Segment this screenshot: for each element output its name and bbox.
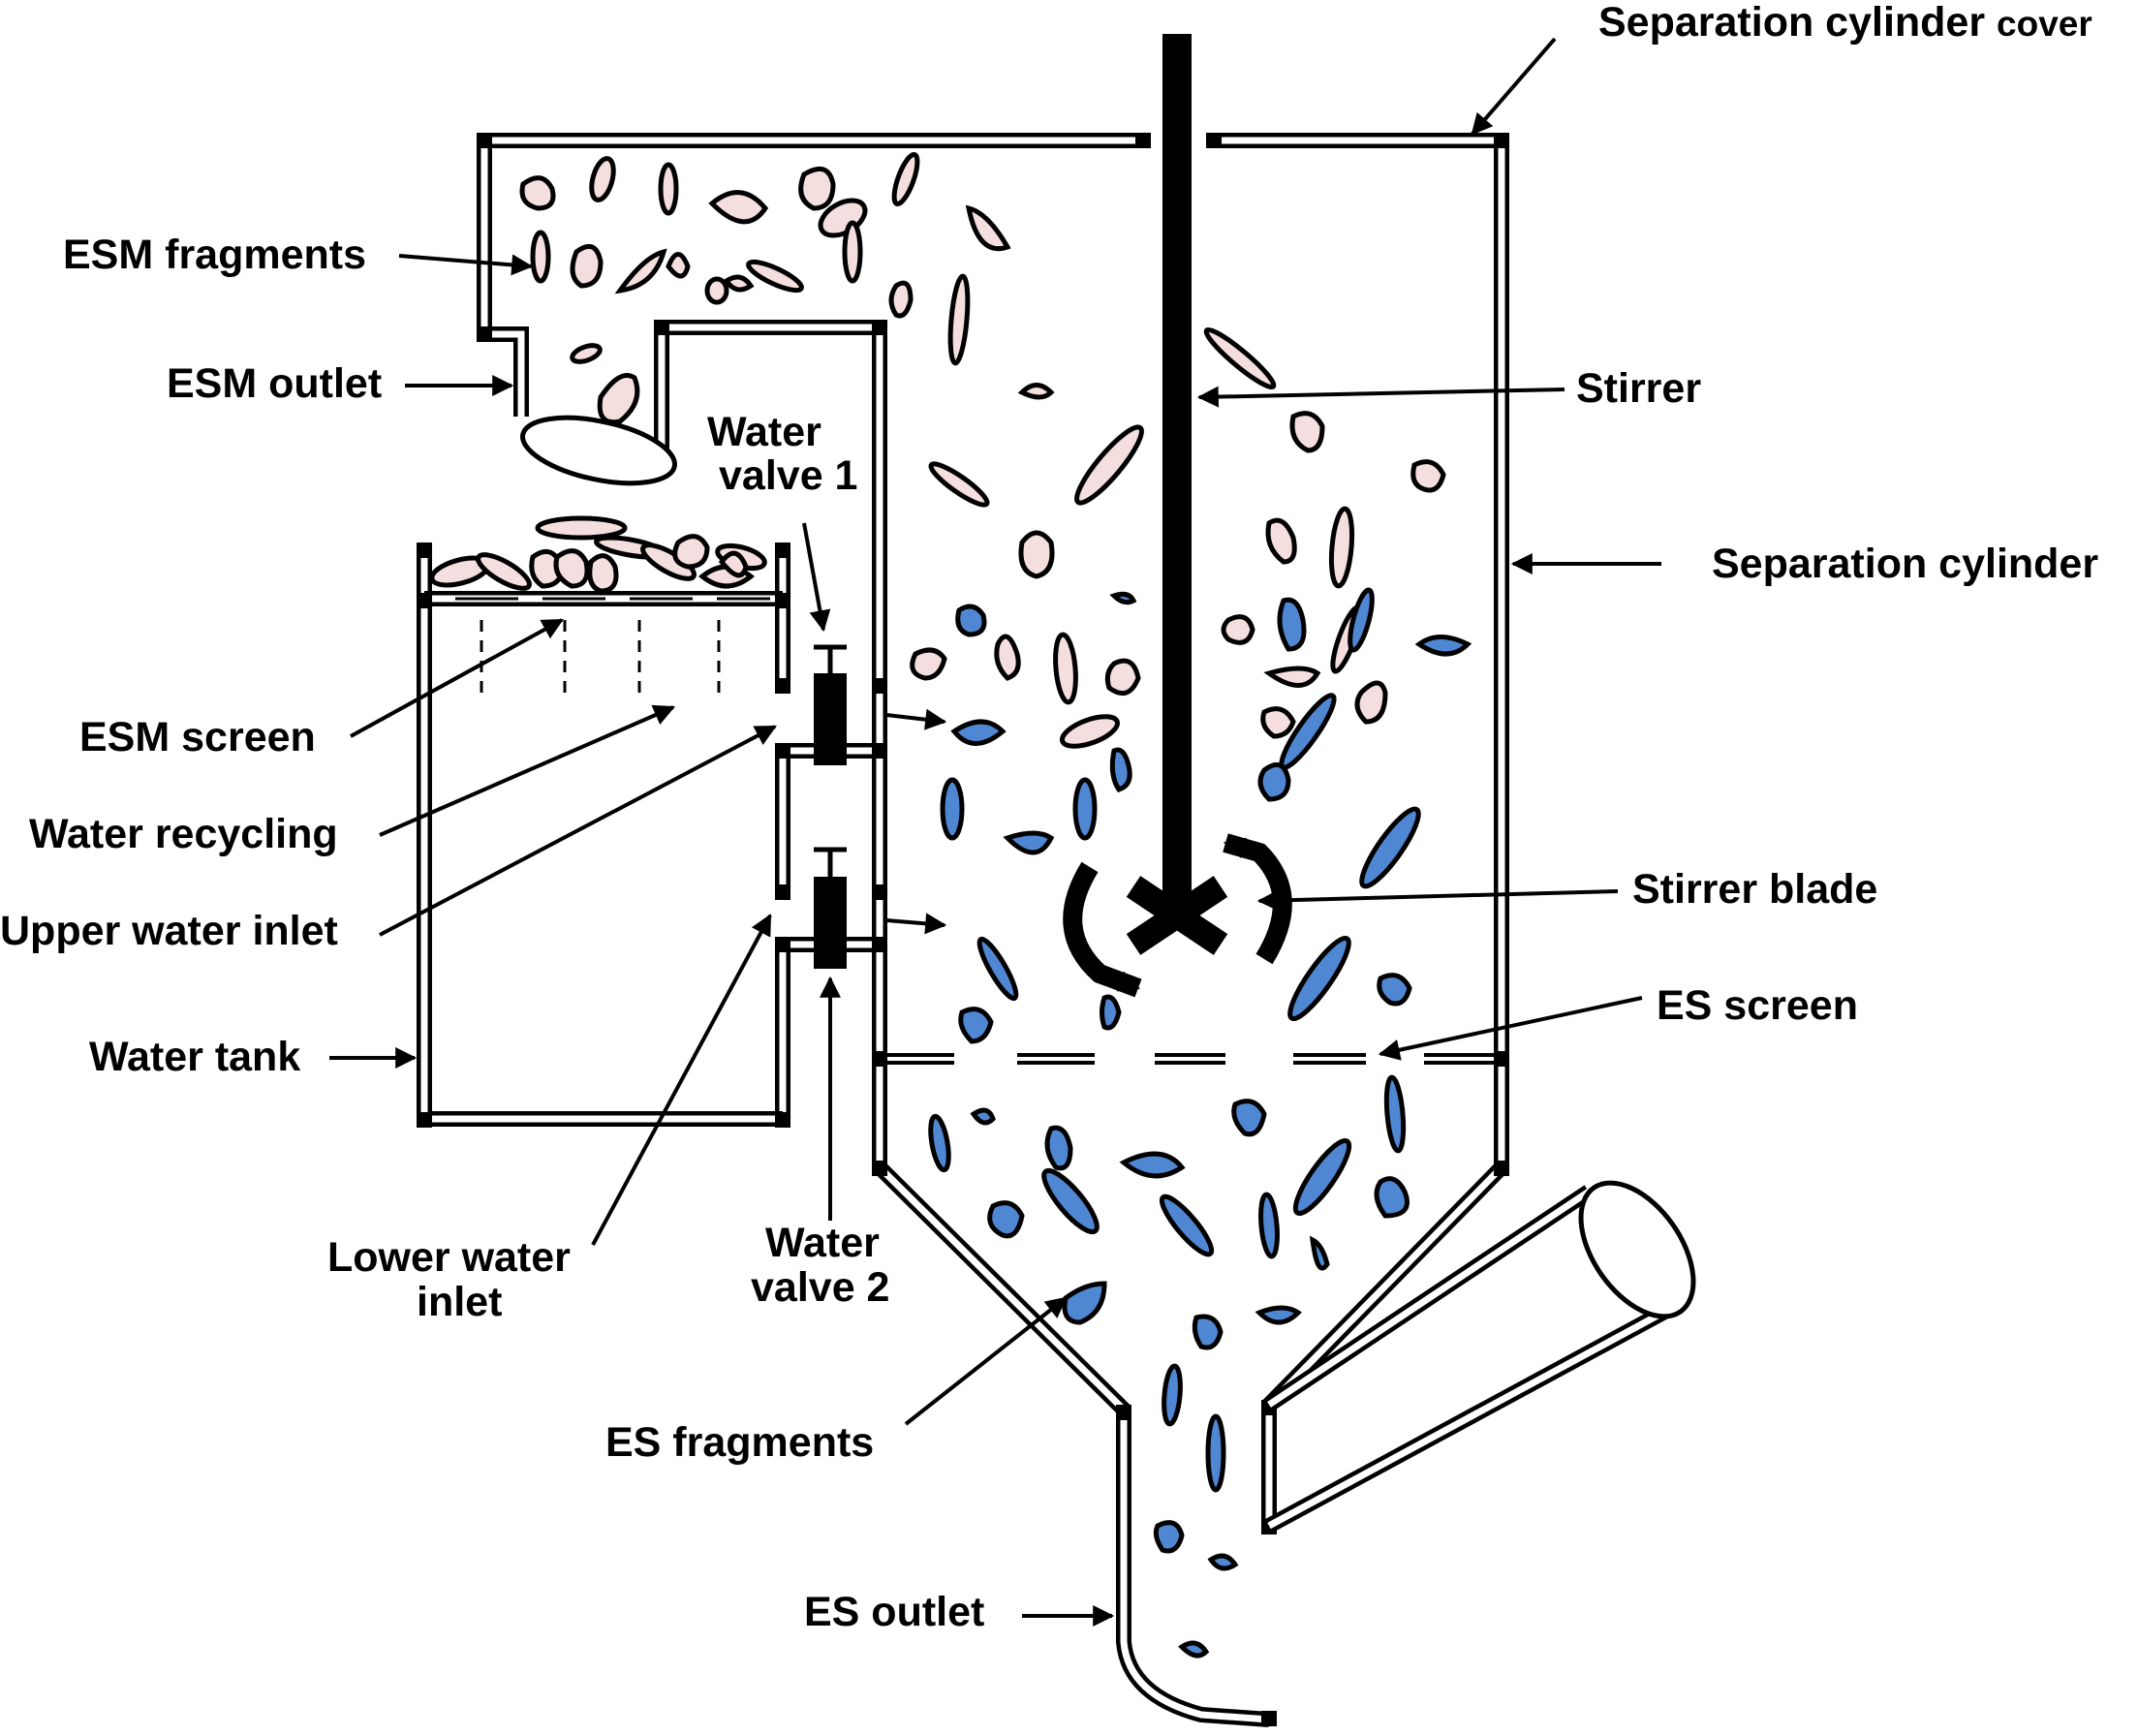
label-lower-water-inlet: Lower water inlet <box>327 914 772 1325</box>
separation-cylinder <box>872 140 1509 1727</box>
svg-text:Water tank: Water tank <box>89 1034 300 1080</box>
svg-text:Water: Water <box>765 1220 880 1266</box>
esm-outlet-chamber <box>477 133 887 678</box>
esm-fragments <box>519 151 1446 749</box>
es-screen <box>872 1051 1494 1067</box>
water-flow-arrows <box>885 708 947 935</box>
label-es-outlet: ES outlet <box>804 1589 1115 1635</box>
label-separation-cylinder-cover: Separation cylinder cover <box>1471 0 2092 136</box>
water-pipes <box>775 547 887 1119</box>
label-esm-screen: ESM screen <box>79 618 564 760</box>
label-stirrer: Stirrer <box>1196 365 1701 412</box>
svg-text:valve 2: valve 2 <box>751 1264 889 1311</box>
svg-text:inlet: inlet <box>417 1279 502 1325</box>
svg-text:Separation cylinder cover: Separation cylinder cover <box>1598 0 2092 46</box>
rotation-arrow-right <box>1223 833 1292 965</box>
es-side-outlet-tube <box>1264 1180 1696 1534</box>
svg-text:Upper water inlet: Upper water inlet <box>0 908 338 954</box>
label-esm-fragments: ESM fragments <box>63 232 534 278</box>
separation-cylinder-cover <box>484 133 1509 148</box>
svg-text:ES fragments: ES fragments <box>605 1419 874 1466</box>
label-es-screen: ES screen <box>1378 982 1858 1061</box>
label-water-valve-1: Water valve 1 <box>707 409 857 633</box>
svg-text:ES outlet: ES outlet <box>804 1589 984 1635</box>
svg-text:Stirrer: Stirrer <box>1576 365 1701 412</box>
stirrer-blade <box>1063 833 1292 998</box>
es-fragments <box>928 587 1472 1658</box>
svg-text:ES screen: ES screen <box>1657 982 1858 1029</box>
svg-text:Stirrer blade: Stirrer blade <box>1632 866 1877 913</box>
label-water-recycling: Water recycling <box>29 704 676 857</box>
rotation-arrow-left <box>1063 861 1142 998</box>
label-stirrer-blade: Stirrer blade <box>1256 866 1877 913</box>
label-upper-water-inlet: Upper water inlet <box>0 725 777 954</box>
esm-fragments-heap <box>429 515 767 594</box>
svg-text:ESM outlet: ESM outlet <box>167 360 382 407</box>
label-separation-cylinder: Separation cylinder <box>1510 541 2098 587</box>
water-valve-2 <box>814 847 847 969</box>
label-esm-outlet: ESM outlet <box>167 360 514 407</box>
svg-text:Separation cylinder: Separation cylinder <box>1712 541 2098 587</box>
label-es-fragments: ES fragments <box>605 1296 1068 1466</box>
label-water-valve-2: Water valve 2 <box>751 976 889 1311</box>
svg-text:ESM screen: ESM screen <box>79 714 316 760</box>
esm-screen <box>455 597 770 699</box>
svg-text:valve 1: valve 1 <box>719 452 857 499</box>
water-valve-1 <box>814 644 847 765</box>
water-tank <box>417 542 790 1128</box>
svg-text:Lower water: Lower water <box>327 1234 571 1281</box>
svg-text:ESM fragments: ESM fragments <box>63 232 366 278</box>
stirrer <box>1162 34 1192 906</box>
svg-text:Water recycling: Water recycling <box>29 811 338 857</box>
svg-text:Water: Water <box>707 409 821 455</box>
label-water-tank: Water tank <box>89 1034 418 1080</box>
